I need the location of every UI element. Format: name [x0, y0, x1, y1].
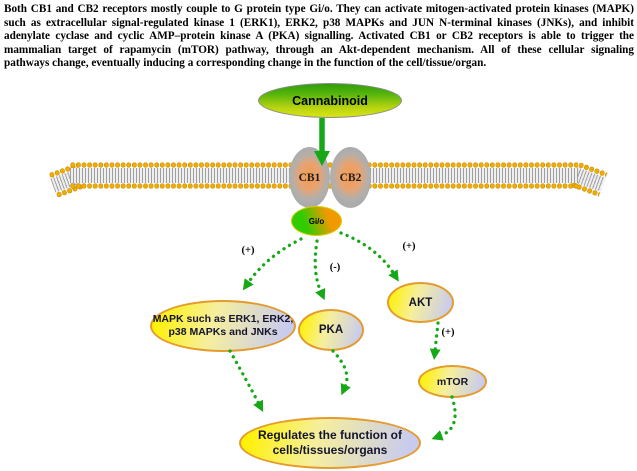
mapk-node-line2: p38 MAPKs and JNKs	[168, 326, 278, 338]
cb1-receptor: CB1	[289, 147, 330, 208]
intro-line: mammalian target of rapamycin (mTOR) pat…	[4, 43, 634, 56]
pka-node-label: PKA	[318, 324, 344, 336]
mapk-node-line1: MAPK such as ERK1, ERK2,	[152, 313, 294, 325]
intro-line: such as extracellular signal-regulated k…	[4, 16, 634, 29]
sign-to-mapk: (+)	[241, 245, 255, 256]
sign-to-akt: (+)	[402, 241, 416, 252]
intro-line: pathways change, eventually inducing a c…	[4, 57, 487, 70]
intro-paragraph: Both CB1 and CB2 receptors mostly couple…	[4, 3, 634, 71]
intro-line: Both CB1 and CB2 receptors mostly couple…	[4, 3, 634, 15]
cb2-label: CB2	[339, 171, 362, 184]
pka-node: PKA	[298, 309, 364, 351]
outcome-node-line1: Regulates the function of	[258, 428, 402, 442]
cannabinoid-label: Cannabinoid	[292, 93, 368, 108]
mapk-node: MAPK such as ERK1, ERK2, p38 MAPKs and J…	[150, 300, 296, 352]
arrow-mtor-to-outcome-icon	[431, 395, 457, 441]
cb2-receptor: CB2	[330, 147, 371, 208]
arrow-mapk-to-outcome-icon	[228, 349, 264, 412]
sign-to-pka: (-)	[329, 262, 341, 273]
gio-label: Gi/o	[308, 216, 325, 226]
akt-node-label: AKT	[408, 296, 433, 309]
mtor-node-label: mTOR	[436, 375, 469, 388]
intro-line: adenylate cyclase and cyclic AMP–protein…	[4, 30, 634, 43]
mtor-node: mTOR	[418, 365, 487, 398]
sign-to-mtor: (+)	[441, 327, 455, 338]
outcome-node: Regulates the function of cells/tissues/…	[239, 417, 421, 469]
cannabinoid-ellipse: Cannabinoid	[258, 83, 402, 118]
cb1-label: CB1	[298, 171, 321, 184]
gio-protein-ellipse: Gi/o	[291, 206, 342, 236]
outcome-node-line2: cells/tissues/organs	[272, 443, 388, 457]
akt-node: AKT	[387, 282, 454, 323]
arrow-pka-to-outcome-icon	[331, 349, 351, 396]
